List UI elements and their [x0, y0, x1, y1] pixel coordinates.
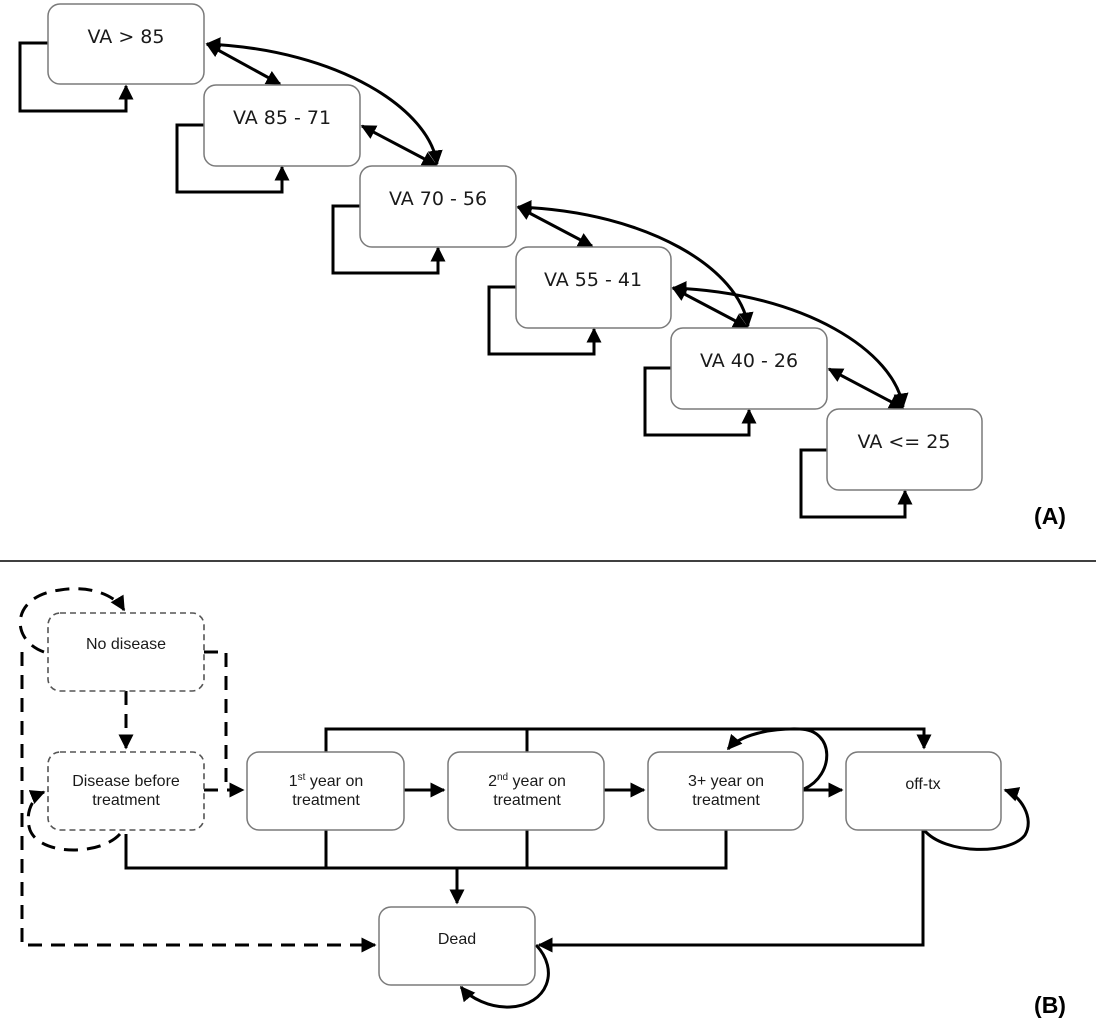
self-loop-va3: [331, 204, 446, 275]
state-label: VA > 85: [88, 26, 165, 48]
state-year2: 2nd year on treatment: [447, 751, 605, 831]
state-label-line1: 2nd year on: [488, 772, 566, 790]
state-disease-before-treatment: Disease before treatment: [47, 751, 205, 831]
state-label: VA 55 - 41: [544, 269, 642, 291]
state-label-line2: treatment: [692, 792, 760, 809]
state-va4: VA 55 - 41: [515, 246, 672, 329]
state-label: No disease: [86, 636, 166, 653]
state-label: VA 70 - 56: [389, 188, 487, 210]
state-label-line1: 3+ year on: [688, 773, 764, 790]
self-loop-va1: [18, 41, 134, 113]
state-no-disease: No disease: [47, 612, 205, 692]
state-label: VA 40 - 26: [700, 350, 798, 372]
state-label-line2: treatment: [292, 792, 360, 809]
state-off-tx: off-tx: [845, 751, 1002, 831]
self-loop-va4: [487, 285, 602, 356]
self-loop-va5: [643, 366, 757, 437]
state-label-line2: treatment: [92, 792, 160, 809]
state-label: Dead: [438, 931, 476, 948]
edge-offtx-dead: [537, 830, 925, 953]
edge-va5-va6: [827, 367, 905, 410]
state-label: VA <= 25: [858, 431, 951, 453]
state-label: off-tx: [905, 776, 940, 793]
state-label: VA 85 - 71: [233, 107, 331, 129]
edge-va1-va3: [205, 37, 443, 166]
state-va3: VA 70 - 56: [359, 165, 517, 248]
edge-offtx-self: [922, 787, 1030, 851]
edge-bottom-bus: [124, 830, 728, 870]
state-label-line1: Disease before: [72, 773, 180, 790]
dashed-transitions-b: [18, 587, 377, 953]
edge-diseasebefore-self: [26, 790, 122, 852]
state-va6: VA <= 25: [826, 408, 983, 491]
edge-dead-self: [459, 943, 550, 1009]
state-year3-plus: 3+ year on treatment: [647, 751, 804, 831]
edge-top-bus-offtx: [324, 727, 932, 752]
state-label-line1: 1st year on: [289, 772, 364, 790]
curved-transitions-a: [205, 37, 909, 409]
self-loop-va6: [799, 448, 913, 519]
state-year1: 1st year on treatment: [246, 751, 405, 831]
self-loops-a: [18, 41, 913, 519]
solid-transitions-b: [124, 727, 1030, 1009]
panel-b-label: (B): [1034, 992, 1066, 1018]
state-label-line2: treatment: [493, 792, 561, 809]
edge-va4-va6: [671, 281, 909, 409]
panel-b: No disease Disease before treatment 1st …: [18, 587, 1066, 1018]
panel-a-label: (A): [1034, 503, 1066, 529]
state-dead: Dead: [378, 906, 536, 986]
edge-nodisease-dead: [20, 652, 377, 953]
state-va2: VA 85 - 71: [203, 84, 361, 167]
state-va1: VA > 85: [47, 3, 205, 85]
self-loop-va2: [175, 123, 290, 194]
edge-nodisease-year1: [204, 650, 245, 798]
state-va5: VA 40 - 26: [670, 327, 828, 410]
panel-a: VA > 85 VA 85 - 71 VA 70 - 56 VA 55 - 41…: [18, 3, 1066, 529]
edge-nodisease-self: [18, 587, 126, 654]
